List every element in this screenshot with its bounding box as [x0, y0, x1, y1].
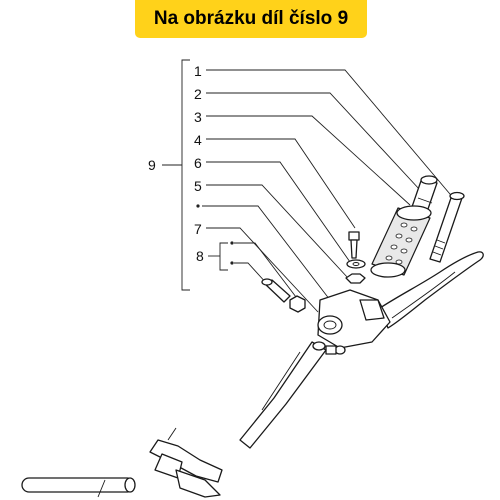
label-4: 4	[194, 132, 202, 148]
part-5-nut	[345, 273, 366, 284]
brake-lever	[379, 251, 484, 329]
bottom-bracket	[149, 427, 223, 498]
part-4-small-bolt	[348, 231, 360, 259]
part-8-nut	[289, 295, 306, 313]
cable-rod	[239, 341, 327, 449]
lever-body	[317, 289, 391, 349]
label-6: 6	[194, 155, 202, 171]
label-8: 8	[196, 248, 204, 264]
label-3: 3	[194, 109, 202, 125]
leader-lines	[202, 69, 456, 313]
page-title: Na obrázku díl číslo 9	[153, 8, 349, 29]
bottom-bar	[21, 477, 136, 498]
part-8-screw	[261, 278, 291, 303]
title-banner: Na obrázku díl číslo 9	[135, 0, 367, 38]
label-1: 1	[194, 63, 202, 79]
part-3-grip	[370, 205, 432, 278]
group-bracket-8	[208, 241, 234, 271]
label-9: 9	[148, 157, 156, 173]
label-2: 2	[194, 86, 202, 102]
cable-fitting	[325, 345, 346, 355]
part-1-bolt	[429, 191, 465, 263]
group-bracket-9	[162, 59, 190, 291]
part-6-washer	[346, 259, 366, 269]
label-7: 7	[194, 221, 202, 237]
label-5: 5	[194, 178, 202, 194]
unlabeled-dot-marker	[196, 204, 200, 208]
